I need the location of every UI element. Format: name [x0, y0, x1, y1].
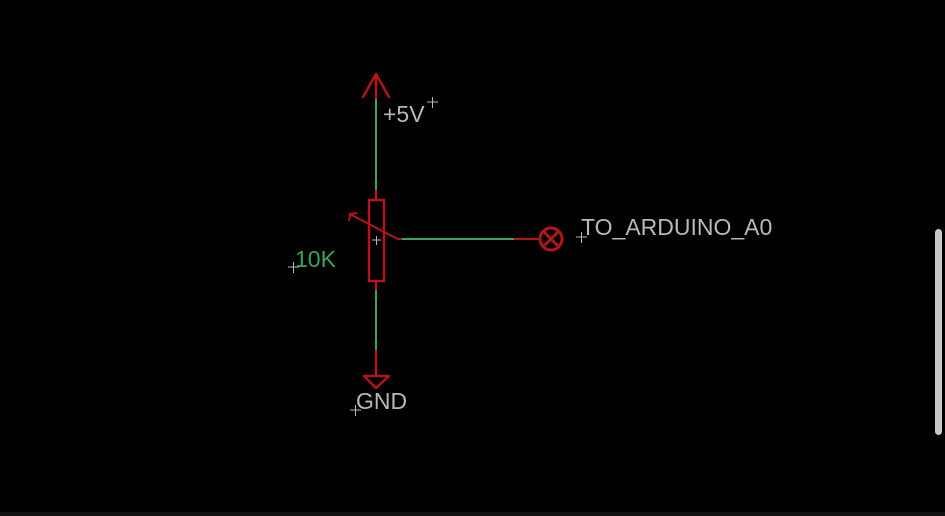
text-origin-markers [288, 97, 587, 416]
potentiometer-icon[interactable] [348, 190, 414, 290]
potentiometer-value: 10K [295, 246, 337, 272]
supply-label: +5V [383, 101, 425, 127]
output-label: TO_ARDUINO_A0 [581, 214, 772, 240]
supply-arrow-icon[interactable] [361, 72, 391, 101]
vertical-scrollbar[interactable] [935, 229, 942, 435]
bottom-border [0, 512, 945, 516]
ground-label: GND [356, 388, 407, 414]
ground-triangle-icon[interactable] [362, 350, 391, 390]
output-pad-x-icon[interactable] [538, 226, 564, 252]
